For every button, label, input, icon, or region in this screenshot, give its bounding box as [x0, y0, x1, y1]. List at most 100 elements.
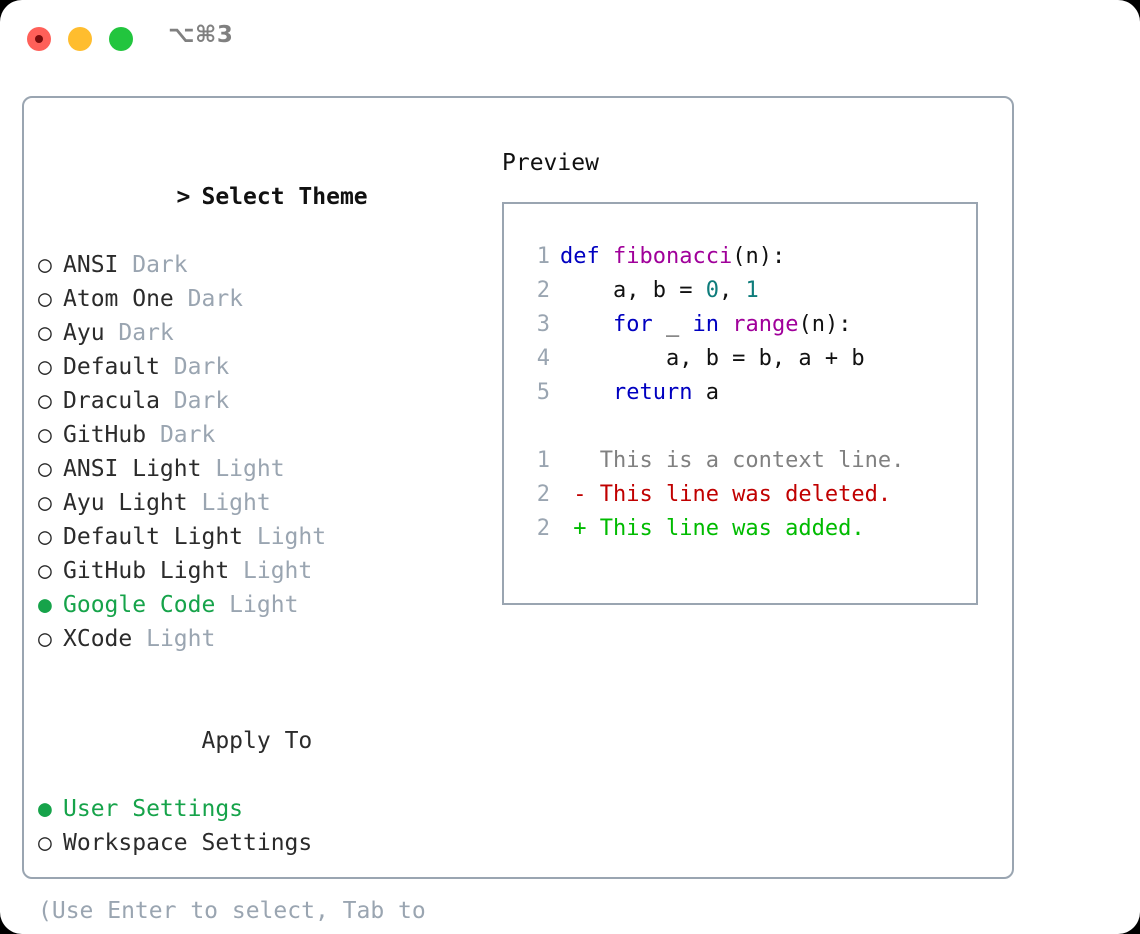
theme-option-github-light[interactable]: ○ GitHub Light Light — [38, 554, 478, 588]
theme-option-variant-tag: Light — [201, 456, 285, 482]
code-token-fn: fibonacci — [613, 244, 733, 269]
theme-option-label: ANSI Light — [63, 456, 202, 482]
theme-option-default[interactable]: ○Default Dark — [38, 350, 478, 384]
theme-option-variant-tag: Dark — [146, 422, 216, 448]
code-line: 3 for _ in range(n): — [522, 308, 976, 342]
theme-option-google-code[interactable]: ● Google Code Light — [38, 588, 478, 622]
radio-selected-icon: ● — [38, 592, 52, 618]
theme-option-label: Atom One — [63, 286, 174, 312]
theme-option-ansi[interactable]: ○ANSI Dark — [38, 248, 478, 282]
theme-option-dracula[interactable]: ○Dracula Dark — [38, 384, 478, 418]
code-token-kw: return — [612, 380, 693, 405]
radio-unselected-icon: ○ — [38, 830, 52, 856]
theme-option-variant-tag: Light — [215, 592, 299, 618]
apply-to-option-label: User Settings — [63, 796, 244, 822]
line-number: 1 — [536, 244, 550, 269]
theme-option-variant-tag: Dark — [104, 320, 174, 346]
theme-option-xcode[interactable]: ○XCode Light — [38, 622, 478, 656]
radio-unselected-icon: ○ — [38, 558, 52, 584]
theme-option-variant-tag: Dark — [159, 354, 230, 380]
line-number: 5 — [536, 380, 550, 405]
code-token-pl: , — [718, 278, 746, 303]
code-token-num: 0 — [705, 278, 719, 303]
theme-option-variant-tag: Light — [187, 490, 271, 516]
maximize-button-icon[interactable] — [109, 27, 133, 51]
radio-unselected-icon: ○ — [38, 456, 52, 482]
theme-selection-column: >Select Theme ○ANSI Dark○Atom One Dark○A… — [38, 146, 478, 934]
radio-unselected-icon: ○ — [38, 286, 52, 312]
apply-to-option-workspace-settings[interactable]: ○ Workspace Settings — [38, 826, 478, 860]
spacer — [38, 656, 478, 690]
close-button-icon[interactable] — [27, 27, 51, 51]
radio-unselected-icon: ○ — [38, 422, 52, 448]
code-token-pl: a, b = — [560, 278, 706, 303]
apply-to-header: Apply To — [38, 690, 478, 792]
minimize-button-icon[interactable] — [68, 27, 92, 51]
code-token-pl: (n): — [798, 312, 852, 337]
radio-selected-icon: ● — [38, 796, 52, 822]
theme-option-label: XCode — [63, 626, 133, 652]
theme-option-label: Google Code — [63, 592, 216, 618]
keyboard-hint-text: (Use Enter to select, Tab to change focu… — [38, 898, 426, 934]
diff-line-del: 2 - This line was deleted. — [522, 478, 976, 512]
apply-to-option-label: Workspace Settings — [63, 830, 313, 856]
theme-option-ansi-light[interactable]: ○ ANSI Light Light — [38, 452, 478, 486]
theme-option-label: Ayu — [63, 320, 105, 346]
theme-option-variant-tag: Light — [243, 524, 327, 550]
code-token-pl: _ — [652, 312, 693, 337]
diff-line-text: + This line was added. — [560, 516, 865, 541]
theme-option-variant-tag: Dark — [159, 388, 230, 414]
theme-option-label: GitHub — [63, 422, 147, 448]
theme-option-ayu[interactable]: ○Ayu Dark — [38, 316, 478, 350]
radio-unselected-icon: ○ — [38, 252, 52, 278]
line-number: 2 — [536, 516, 550, 541]
theme-option-label: GitHub Light — [63, 558, 230, 584]
keyboard-shortcut-label: ⌥⌘3 — [168, 22, 234, 48]
radio-unselected-icon: ○ — [38, 490, 52, 516]
theme-option-atom-one[interactable]: ○ Atom One Dark — [38, 282, 478, 316]
spacer — [522, 410, 976, 444]
theme-option-ayu-light[interactable]: ○Ayu Light Light — [38, 486, 478, 520]
line-number: 2 — [536, 482, 550, 507]
theme-option-default-light[interactable]: ○ Default Light Light — [38, 520, 478, 554]
apply-to-header-label: Apply To — [201, 728, 313, 754]
diff-sample: 1 This is a context line.2 - This line w… — [522, 444, 976, 546]
apply-to-list: ● User Settings ○ Workspace Settings — [38, 792, 478, 860]
code-line: 5 return a — [522, 376, 976, 410]
diff-line-text: This is a context line. — [560, 448, 905, 473]
code-token-kw: in — [692, 312, 719, 337]
select-theme-header: >Select Theme — [38, 146, 478, 248]
theme-option-github[interactable]: ○ GitHub Dark — [38, 418, 478, 452]
title-bar: ⌥⌘3 — [0, 0, 1140, 76]
code-line: 4 a, b = b, a + b — [522, 342, 976, 376]
code-token-kw: for — [612, 312, 653, 337]
line-number: 4 — [536, 346, 550, 371]
theme-option-label: ANSI — [63, 252, 119, 278]
diff-line-ctx: 1 This is a context line. — [522, 444, 976, 478]
code-token-pl: a — [692, 380, 719, 405]
code-line: 2 a, b = 0, 1 — [522, 274, 976, 308]
preview-title: Preview — [502, 150, 599, 176]
code-token-pl: a, b = b, a + b — [560, 346, 865, 371]
radio-unselected-icon: ○ — [38, 524, 52, 550]
radio-unselected-icon: ○ — [38, 626, 52, 652]
theme-option-variant-tag: Dark — [173, 286, 244, 312]
apply-to-option-user-settings[interactable]: ● User Settings — [38, 792, 478, 826]
theme-option-label: Default Light — [63, 524, 244, 550]
code-token-kw: def — [560, 244, 600, 269]
code-token-pl — [560, 312, 613, 337]
theme-option-label: Default — [63, 354, 160, 380]
main-panel: >Select Theme ○ANSI Dark○Atom One Dark○A… — [22, 96, 1014, 934]
prompt-marker-icon: > — [176, 184, 191, 210]
code-token-pl — [719, 312, 732, 337]
diff-line-add: 2 + This line was added. — [522, 512, 976, 546]
line-number: 3 — [536, 312, 550, 337]
code-token-pl — [560, 380, 613, 405]
line-number: 2 — [536, 278, 550, 303]
theme-list: ○ANSI Dark○Atom One Dark○Ayu Dark○Defaul… — [38, 248, 478, 656]
theme-option-variant-tag: Light — [229, 558, 313, 584]
